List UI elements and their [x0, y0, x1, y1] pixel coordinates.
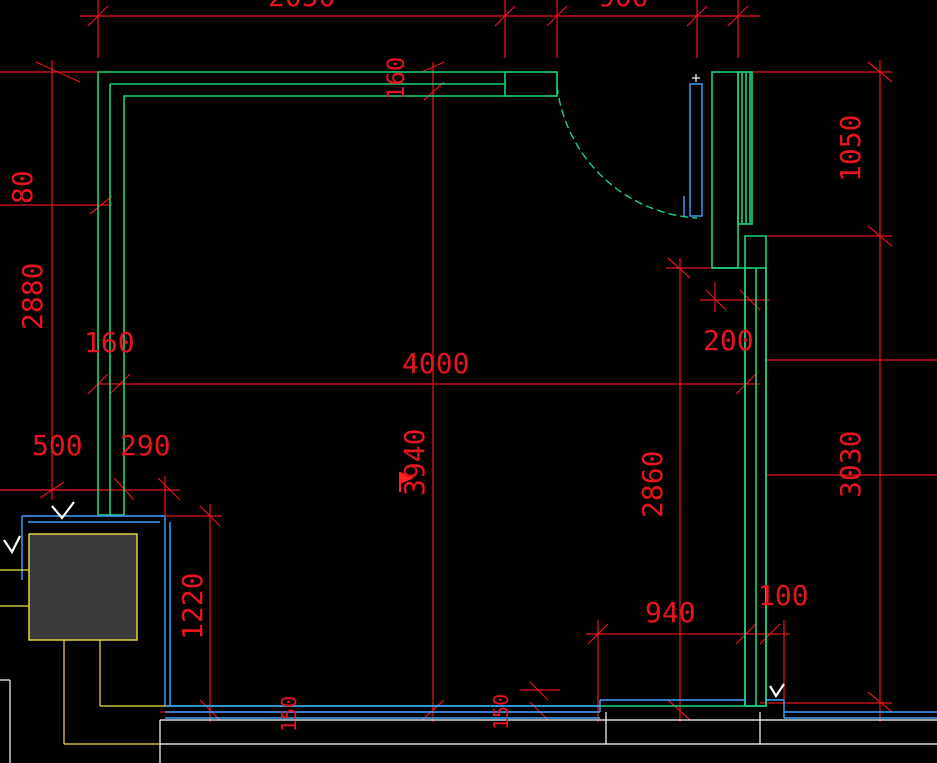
dimension-lines	[0, 0, 937, 722]
dim-200: 200	[703, 324, 754, 357]
dim-2860: 2860	[636, 451, 669, 518]
dim-top-right-cut: 900	[598, 0, 649, 13]
v-markers	[3, 501, 785, 699]
dim-bottom-150-a: 150	[277, 696, 301, 732]
dim-100: 100	[758, 579, 809, 612]
v-mark-2	[3, 535, 21, 555]
dimension-labels: 2050 900 80 2880 160 160 500 290 1050 40…	[6, 0, 867, 732]
dim-wall-160-top: 160	[382, 57, 410, 100]
bottom-slab	[0, 679, 937, 763]
flag-icon[interactable]	[399, 472, 414, 492]
dim-left-cut: 80	[6, 170, 39, 204]
dim-1220: 1220	[176, 573, 209, 640]
dim-290: 290	[120, 429, 171, 462]
v-mark-3	[769, 683, 785, 699]
dim-width-4000: 4000	[402, 347, 469, 380]
dim-depth-3940: 3940	[398, 429, 431, 496]
dim-right-3030: 3030	[834, 431, 867, 498]
v-mark-1	[51, 501, 75, 520]
door-leaf[interactable]	[683, 74, 703, 217]
window-bottom[interactable]	[21, 515, 937, 719]
door-swing-arc	[556, 85, 698, 219]
structural-column[interactable]	[0, 533, 165, 745]
dim-top-left-cut: 2050	[268, 0, 335, 13]
dim-wall-160-left: 160	[84, 326, 135, 359]
dim-right-1050: 1050	[834, 115, 867, 182]
dim-940: 940	[645, 596, 696, 629]
dim-bottom-150-b: 150	[489, 694, 513, 730]
window-right[interactable]	[737, 71, 753, 225]
dim-500: 500	[32, 429, 83, 462]
dim-left-2880: 2880	[16, 263, 49, 330]
